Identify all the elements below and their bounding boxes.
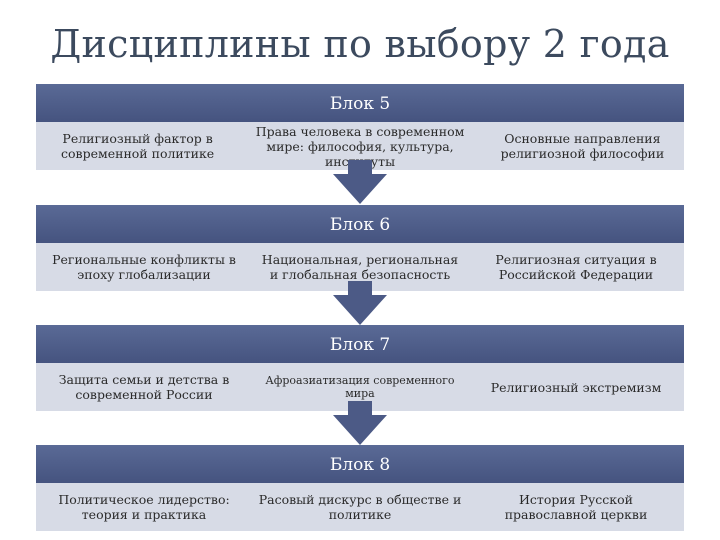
block-6-item-1: Региональные конфликты в эпоху глобализа…: [52, 252, 236, 282]
block-8-item-3: История Русской православной церкви: [504, 492, 648, 522]
block-6-item-3: Религиозная ситуация в Российской Федера…: [495, 252, 657, 282]
down-arrow-icon: [333, 160, 387, 204]
block-8-header: Блок 8: [36, 445, 684, 485]
block-7-item-1: Защита семьи и детства в современной Рос…: [58, 372, 230, 402]
block-8-item-1: Политическое лидерство: теория и практик…: [58, 492, 230, 522]
block-6-header: Блок 6: [36, 205, 684, 245]
down-arrow-icon: [333, 401, 387, 445]
block-8-item-2: Расовый дискурс в обществе и политике: [258, 492, 462, 522]
block-7-item-3: Религиозный экстремизм: [490, 379, 662, 395]
block-5-header: Блок 5: [36, 84, 684, 124]
block-6-item-2: Национальная, региональная и глобальная …: [261, 252, 459, 282]
block-5-item-1: Религиозный фактор в современной политик…: [61, 131, 215, 161]
block-8-row: Политическое лидерство: теория и практик…: [36, 483, 684, 531]
block-5-row: Религиозный фактор в современной политик…: [36, 122, 684, 170]
down-arrow-icon: [333, 281, 387, 325]
page-title: Дисциплины по выбору 2 года: [50, 22, 670, 66]
block-7-item-2: Афроазиатизация современного мира: [265, 374, 455, 400]
block-5-item-3: Основные направления религиозной философ…: [500, 131, 665, 161]
block-7-header: Блок 7: [36, 325, 684, 365]
